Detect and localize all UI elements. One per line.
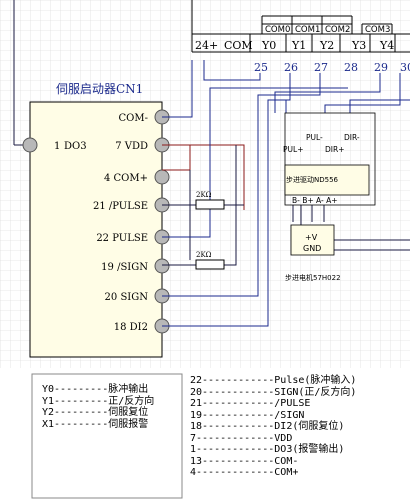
plc-terminal-y3: Y3 bbox=[351, 39, 366, 52]
pin-label: 19 /SIGN bbox=[101, 262, 148, 273]
plc-terminal-com: COM bbox=[224, 39, 253, 52]
wiring bbox=[162, 60, 410, 327]
pin-num: 4 bbox=[104, 173, 114, 184]
pin-label: 22 PULSE bbox=[96, 233, 148, 244]
pin-label: PULSE bbox=[112, 233, 148, 244]
plc-terminal-y0: Y0 bbox=[261, 39, 276, 52]
servo-pins: COM- 7 VDD 4 COM+ 21 /PULSE 22 PULSE 19 /SIGN… bbox=[93, 109, 170, 334]
legend-line: Y2---------伺服复位 bbox=[42, 407, 149, 418]
driver-pin-label: DIR+ bbox=[325, 145, 344, 154]
pin-label: DI2 bbox=[130, 322, 148, 333]
pin-label: 18 DI2 bbox=[114, 322, 148, 333]
pin-num: 18 bbox=[114, 322, 130, 333]
pin-label: 20 SIGN bbox=[105, 292, 149, 303]
legend-line: 20------------SIGN(正/反方向) bbox=[190, 386, 357, 398]
svg-text:2KΩ: 2KΩ bbox=[196, 191, 212, 199]
pin-label: /SIGN bbox=[117, 262, 148, 273]
pin-label: 7 VDD bbox=[115, 141, 148, 152]
driver-pin-label: PUL+ bbox=[283, 145, 303, 154]
legend-line: 7-------------VDD bbox=[190, 432, 293, 444]
pin-label: COM+ bbox=[114, 173, 148, 184]
pin-label: VDD bbox=[124, 141, 148, 152]
driver-pin-label: PUL- bbox=[306, 133, 323, 142]
legend-line: 21------------/PULSE bbox=[190, 398, 311, 409]
plc-number: 29 bbox=[374, 61, 388, 74]
pin-terminal bbox=[154, 169, 170, 185]
com-label: COM3 bbox=[365, 25, 390, 35]
stepper-motor: +V GND 步进电机57H022 bbox=[285, 224, 341, 282]
pin-label: DO3 bbox=[64, 141, 87, 152]
com-label: COM1 bbox=[295, 25, 320, 35]
plc-terminal-y2: Y2 bbox=[319, 39, 334, 52]
pin-label: SIGN bbox=[120, 292, 148, 303]
pin-terminal bbox=[154, 258, 170, 274]
legend-line: 22------------Pulse(脉冲输入) bbox=[190, 375, 357, 386]
legend-line: 18------------DI2(伺服复位) bbox=[190, 421, 345, 432]
motor-plus: +V bbox=[305, 233, 318, 242]
legend-line: Y0---------脉冲输出 bbox=[42, 384, 149, 395]
plc-block: COM0 COM1 COM2 COM3 24+ COM Y0 Y1 Y2 Y3 … bbox=[191, 0, 410, 74]
com-label: COM2 bbox=[325, 25, 350, 35]
motor-gnd: GND bbox=[303, 244, 321, 253]
plc-terminal-y4: Y4 bbox=[379, 39, 394, 52]
pin-terminal bbox=[22, 137, 38, 153]
legend-right: 22------------Pulse(脉冲输入)20------------S… bbox=[190, 375, 356, 479]
legend-line: 1-------------DO3(报警输出) bbox=[190, 444, 345, 455]
pin-num: 19 bbox=[101, 262, 117, 273]
svg-text:2KΩ: 2KΩ bbox=[196, 251, 212, 259]
driver-name: 步进驱动ND556 bbox=[286, 175, 339, 184]
plc-terminal-24v: 24+ bbox=[195, 39, 218, 52]
legend-line: X1---------伺服报警 bbox=[42, 418, 149, 430]
plc-number: 27 bbox=[314, 61, 328, 74]
pin-label: /PULSE bbox=[109, 201, 148, 212]
legend-line: 19------------/SIGN bbox=[190, 409, 305, 421]
pin-num: 22 bbox=[96, 233, 112, 244]
resistor: 2KΩ bbox=[195, 191, 225, 210]
stepper-driver: PUL+ PUL- DIR+ DIR- 步进驱动ND556 B- B+ A- A… bbox=[283, 112, 376, 206]
legend-line: 4-------------COM+ bbox=[190, 467, 299, 478]
legend-line: 13------------COM- bbox=[190, 455, 299, 467]
pin-num: 7 bbox=[115, 141, 125, 152]
plc-terminal-y1: Y1 bbox=[291, 39, 306, 52]
pin-label: COM- bbox=[119, 113, 148, 124]
plc-number: 25 bbox=[254, 61, 268, 74]
pin-label: 21 /PULSE bbox=[93, 201, 148, 212]
servo-amplifier-block: 伺服启动器CN1 1 DO3 bbox=[22, 82, 163, 358]
motor-name: 步进电机57H022 bbox=[285, 273, 341, 282]
pin-label: COM- bbox=[119, 113, 148, 124]
pin-num: 20 bbox=[105, 292, 121, 303]
plc-number: 26 bbox=[284, 61, 298, 74]
legend-line: Y1---------正/反方向 bbox=[42, 395, 155, 407]
pin-num: 21 bbox=[93, 201, 109, 212]
legend-box bbox=[31, 373, 183, 499]
driver-terminals: B- B+ A- A+ bbox=[292, 196, 338, 205]
com-label: COM0 bbox=[265, 25, 290, 35]
driver-pin-label: DIR- bbox=[344, 133, 360, 142]
pin-num: 1 bbox=[54, 141, 60, 152]
pin-label: 4 COM+ bbox=[104, 173, 148, 184]
plc-number: 28 bbox=[344, 61, 358, 74]
servo-box bbox=[29, 101, 163, 358]
plc-number: 30 bbox=[400, 61, 410, 74]
servo-title: 伺服启动器CN1 bbox=[56, 82, 143, 96]
resistor: 2KΩ bbox=[195, 251, 225, 270]
